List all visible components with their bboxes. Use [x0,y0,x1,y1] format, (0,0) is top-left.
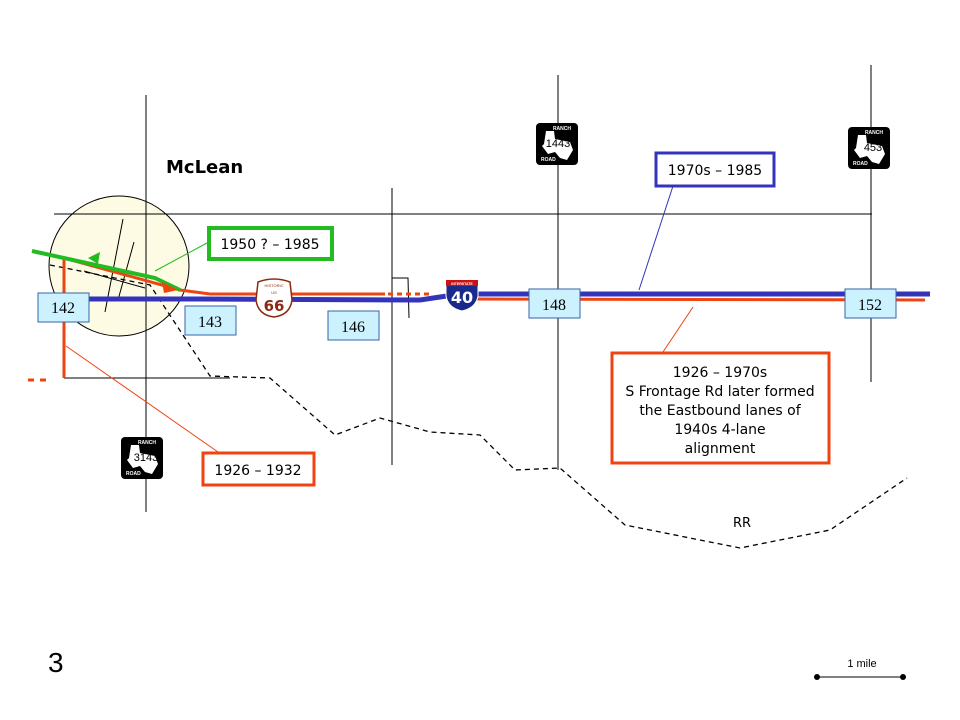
svg-text:ROAD: ROAD [126,471,141,477]
svg-text:INTERSTATE: INTERSTATE [451,282,473,286]
ranch-road-3143-shield-icon: RANCH 3143 ROAD [121,437,163,479]
exit-148: 148 [528,288,581,319]
callout-blue: 1970s – 1985 [654,151,776,188]
ranch-road-453-shield-icon: RANCH 453 ROAD [848,127,890,169]
svg-text:1970s – 1985: 1970s – 1985 [668,163,762,179]
svg-text:143: 143 [198,314,222,331]
svg-text:1940s 4-lane: 1940s 4-lane [674,422,765,438]
railroad-label: RR [733,516,751,531]
svg-text:1443: 1443 [546,138,570,150]
route-1950-1985 [31,249,181,292]
svg-text:RANCH: RANCH [865,130,883,136]
town-name: McLean [166,157,243,178]
svg-text:146: 146 [341,319,365,336]
svg-text:HISTORIC: HISTORIC [264,283,283,288]
svg-text:ROAD: ROAD [541,157,556,163]
exit-143: 143 [184,305,237,336]
svg-text:S Frontage Rd later formed: S Frontage Rd later formed [625,384,814,400]
callout-green: 1950 ? – 1985 [207,226,334,261]
i40-shield-icon: INTERSTATE 40 [445,279,479,312]
callout-red-left: 1926 – 1932 [201,451,316,487]
svg-text:148: 148 [542,297,566,314]
svg-text:the Eastbound lanes of: the Eastbound lanes of [639,403,801,419]
svg-text:US: US [271,290,277,295]
ranch-road-1443-shield-icon: RANCH 1443 ROAD [536,123,578,165]
svg-text:453: 453 [864,142,882,154]
svg-text:1 mile: 1 mile [847,658,876,670]
exit-146: 146 [327,310,380,341]
svg-text:66: 66 [264,297,285,315]
us66-shield-icon: HISTORIC US 66 [255,278,293,318]
svg-text:1926 – 1932: 1926 – 1932 [214,463,301,479]
svg-text:ROAD: ROAD [853,161,868,167]
svg-text:152: 152 [858,297,882,314]
route-1970s-1985 [60,291,930,303]
callout-red-right: 1926 – 1970s S Frontage Rd later formed … [610,351,831,465]
svg-text:alignment: alignment [685,441,756,457]
slide-number: 3 [48,647,64,678]
scale-bar: 1 mile [814,658,906,680]
svg-text:142: 142 [51,300,75,317]
svg-text:3143: 3143 [134,452,158,464]
svg-text:1926 – 1970s: 1926 – 1970s [673,365,767,381]
svg-text:RANCH: RANCH [138,440,156,446]
railroad-line [49,264,908,549]
svg-text:40: 40 [451,288,473,307]
svg-text:1950 ? – 1985: 1950 ? – 1985 [220,237,319,253]
exit-152: 152 [844,288,897,319]
exit-142: 142 [37,292,90,323]
svg-text:RANCH: RANCH [553,126,571,132]
